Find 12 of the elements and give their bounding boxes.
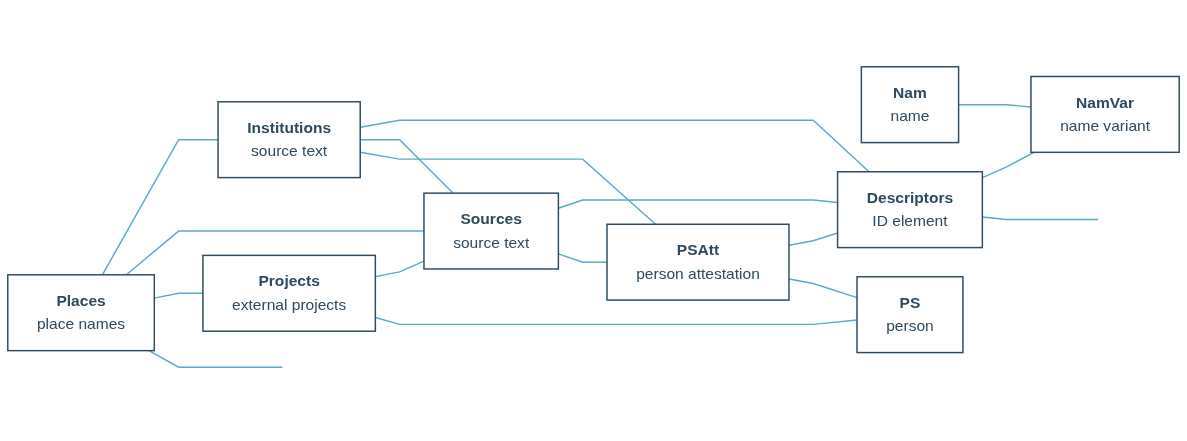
node-box: PSAtt person attestation [606,223,790,301]
node-box: Sources source text [423,192,560,270]
node-box: Projects external projects [202,254,377,333]
connector [788,278,858,299]
node-box: PS person [856,276,964,354]
connector [148,350,284,369]
node-box: NamVar name variant [1030,75,1180,154]
connector [101,139,219,276]
node-box: Places place names [7,274,156,352]
node-box: Institutions source text [217,101,361,179]
node-box: Descriptors ID element [836,171,984,249]
node-box: Nam name [860,66,960,144]
